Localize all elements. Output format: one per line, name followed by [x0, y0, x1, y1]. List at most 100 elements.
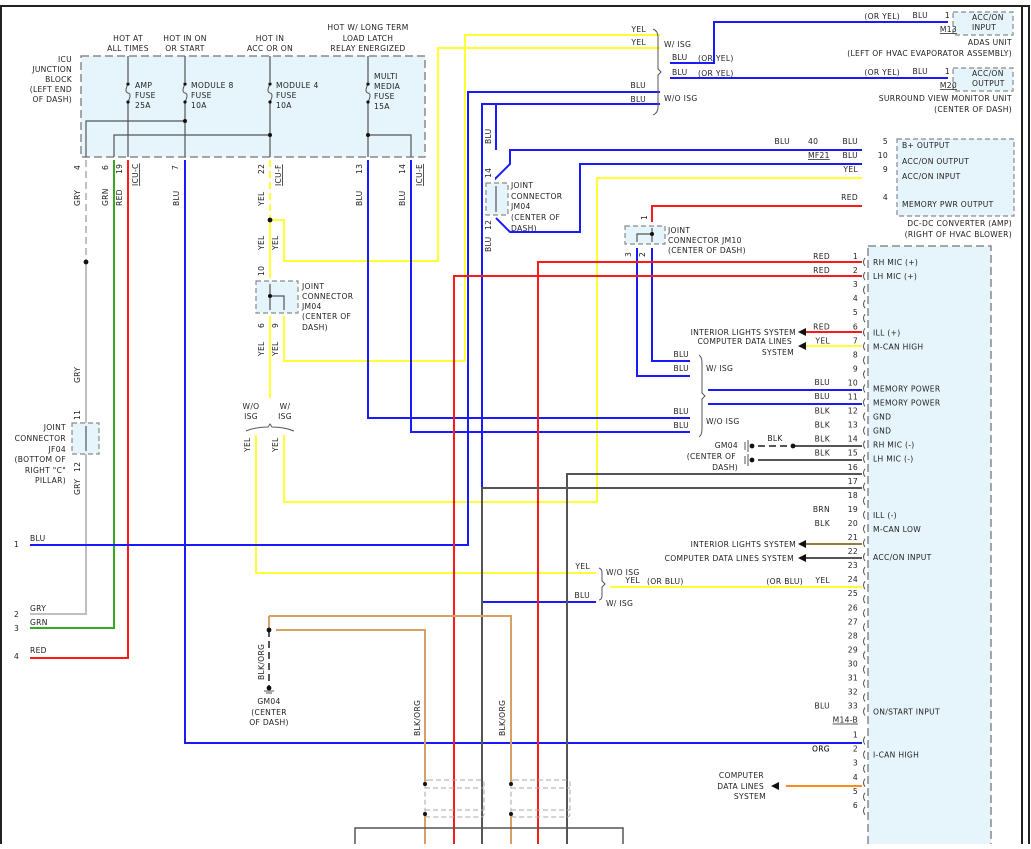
dcdc-pin-label: B+ OUTPUT: [902, 141, 950, 150]
power-label: ALL TIMES: [107, 44, 149, 53]
wire-color-label: BLU: [912, 11, 928, 20]
pin-number: 13: [848, 421, 858, 430]
jf04-label: JF04: [48, 445, 66, 454]
pin-terminal-icon: [863, 496, 866, 506]
pin-terminal-icon: [863, 299, 866, 309]
wire-color-label: BLK: [815, 421, 831, 430]
amp-pin-label: RH MIC (+): [873, 258, 918, 267]
icu-name: ICU JUNCTION BLOCK (LEFT END OF DASH): [30, 55, 73, 104]
pin-terminal-icon: [863, 566, 866, 576]
option-label: W/: [280, 402, 291, 411]
pin-number: 19: [115, 164, 124, 174]
jm04-label: JM04: [301, 302, 322, 311]
pin-number: 10: [878, 151, 888, 160]
amp-pin-label: MEMORY POWER: [873, 399, 941, 408]
wire-color-label: RED: [30, 646, 47, 655]
wire-color-label: BLU: [484, 236, 493, 252]
icu-internal-wiring: [85, 56, 412, 157]
fuse-label: AMP: [135, 81, 152, 90]
pin-number: 10: [848, 378, 858, 387]
wire-color-label: BLK/ORG: [498, 700, 507, 736]
fuse-label: MODULE 8: [191, 81, 234, 90]
component-location: (LEFT OF HVAC EVAPORATOR ASSEMBLY): [847, 49, 1012, 58]
pin-number: 12: [848, 407, 858, 416]
fuse-label: 15A: [374, 102, 390, 111]
fuse-label: MULTI: [374, 72, 398, 81]
pin-number: 9: [271, 323, 280, 328]
wire-color-label: BLU: [673, 364, 689, 373]
joint-connector-jm04-right: 14 12 BLU BLU JOINT CONNECTOR JM04 (CENT…: [484, 128, 562, 252]
wire-blu-jm04: [481, 103, 660, 150]
wire-color-label: YEL: [630, 25, 646, 34]
jm04-label: JOINT: [510, 181, 533, 190]
jm04-label: DASH): [302, 323, 328, 332]
wire-color-label: BLU: [172, 190, 181, 206]
amp-pin-label: ON/START INPUT: [873, 708, 940, 717]
pin-number: 1: [945, 67, 950, 76]
pin-terminal-icon: [863, 778, 866, 788]
amp-pin-label: ACC/ON INPUT: [873, 553, 932, 562]
pin-terminal-icon: [863, 707, 866, 716]
jf04-label: RIGHT "C": [25, 466, 66, 475]
amp-pin-label: I-CAN HIGH: [873, 751, 919, 760]
dcdc-pin-label: ACC/ON OUTPUT: [902, 157, 969, 166]
pin-terminal-icon: [863, 510, 866, 520]
pin-number: 6: [853, 322, 858, 331]
connector-id: MF21: [808, 151, 830, 160]
wire-color-label: BLU: [30, 534, 46, 543]
wire-color-label: BLU: [574, 591, 590, 600]
option-label: W/ ISG: [664, 40, 691, 49]
wire-gry: [30, 262, 87, 615]
pin-number: 11: [848, 393, 858, 402]
option-label: W/O ISG: [706, 417, 740, 426]
gm04-label: GM04: [715, 441, 738, 450]
pin-number: 1: [853, 731, 858, 740]
pin-terminal-icon: [863, 552, 866, 562]
wire-color-label: BLU: [630, 81, 646, 90]
alt-color: (OR BLU): [766, 577, 803, 586]
wire-blkorg: [276, 629, 426, 784]
power-label: HOT IN ON: [163, 34, 206, 43]
left-harness-pins: 1 BLU 2 GRY 3 GRN 4 RED: [14, 534, 47, 661]
pin-number: 9: [853, 364, 858, 373]
amp-pin-label: GND: [873, 427, 891, 436]
ref-computer-data-lines-system: COMPUTER DATA LINES SYSTEM: [665, 554, 794, 563]
wire-color-label: BLK: [815, 449, 831, 458]
amp-pin-label: RH MIC (-): [873, 441, 915, 450]
pin-number: 40: [808, 137, 818, 146]
bottom-harness-box: [354, 827, 624, 849]
option-label: W/O ISG: [606, 568, 640, 577]
wire-color-label: RED: [841, 193, 858, 202]
amp-pin-label: M-CAN LOW: [873, 525, 921, 534]
wire-color-label: YEL: [243, 437, 252, 453]
pin-number: 22: [257, 164, 266, 174]
pin-number: 30: [848, 659, 858, 668]
ground-gm04-right: GM04 (CENTER OF DASH) BLK: [687, 434, 783, 472]
arrow-left-icon: [798, 540, 806, 548]
ground-icon: [744, 440, 755, 452]
jm10-label: JOINT: [667, 226, 690, 235]
option-label: ISG: [244, 412, 258, 421]
fuse-label: FUSE: [374, 92, 395, 101]
wire-color-label: BLK: [815, 519, 831, 528]
wire-color-label: BLK: [815, 435, 831, 444]
pin-terminal-icon: [863, 580, 866, 590]
wire-blu-on-start: [184, 160, 862, 744]
mid-isg-split: BLU BLU W/ ISG BLU BLU W/O ISG BLU BLU: [673, 350, 830, 438]
arrow-left-icon: [798, 554, 806, 562]
connector-id: M14-B: [833, 716, 858, 725]
pin-number: 5: [853, 787, 858, 796]
connector-id: ICU-C: [131, 163, 140, 186]
joint-connector-jm04-left: 10 6 9 YEL YEL JOINT CONNECTOR JM04 (CEN…: [255, 266, 353, 357]
icu-name-line: (LEFT END: [30, 85, 72, 94]
wire-color-label: GRY: [73, 190, 82, 206]
jf04-label: PILLAR): [35, 476, 66, 485]
pin-terminal-icon: [863, 665, 866, 674]
jm10-label: (CENTER OF DASH): [668, 246, 746, 255]
pin-number: 7: [853, 336, 858, 345]
wire-color-label: YEL: [574, 562, 590, 571]
pin-terminal-icon: [863, 764, 866, 773]
option-label: W/ ISG: [606, 599, 633, 608]
ref-cdl: SYSTEM: [734, 792, 766, 801]
wire-blu-pin1: [30, 91, 660, 546]
